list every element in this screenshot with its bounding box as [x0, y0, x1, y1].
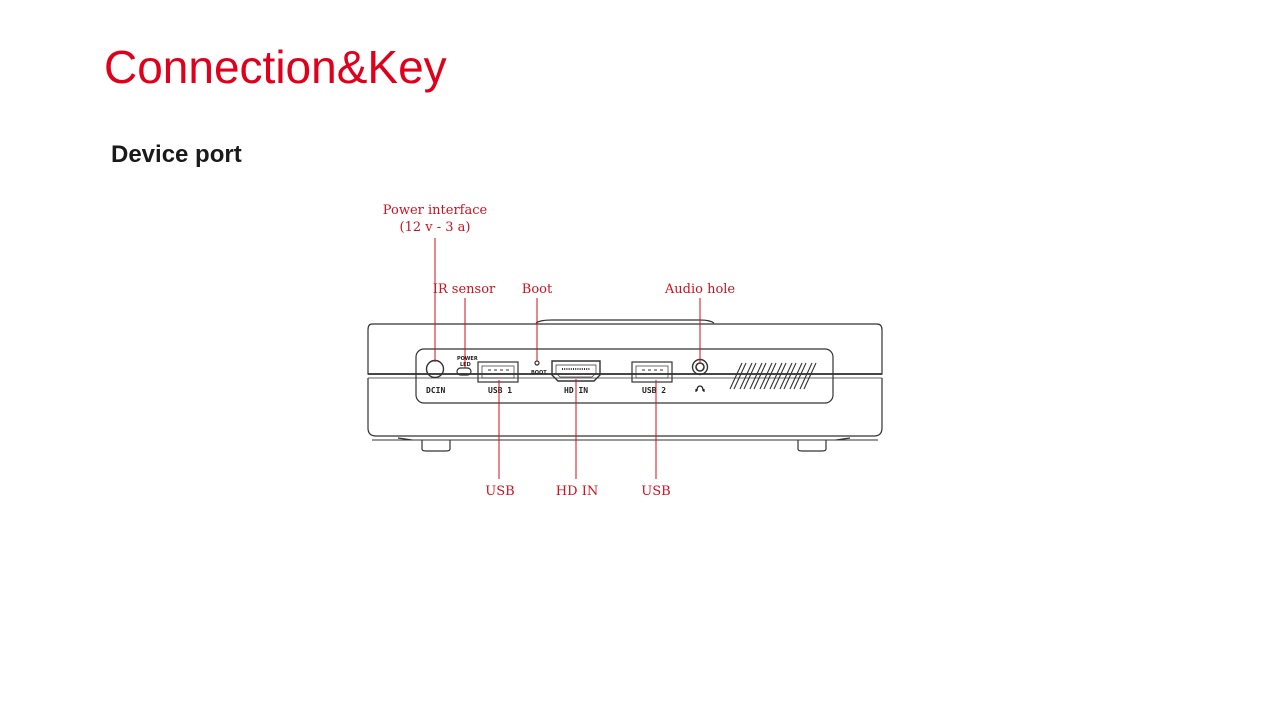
label-usb2: USB 2 [642, 386, 666, 395]
device-foot-left-edge [397, 437, 413, 441]
usb1-port-inner [481, 365, 515, 379]
callout-power-line2: (12 v - 3 a) [399, 220, 471, 235]
dc-in-port [425, 359, 445, 379]
usb2-port-inner [635, 365, 669, 379]
page-title: Connection&Key [104, 41, 447, 93]
power-led [456, 367, 472, 376]
callout-ir-sensor: IR sensor [432, 282, 496, 297]
device-foot-right-edge [835, 437, 851, 441]
callout-boot: Boot [521, 282, 553, 297]
boot-hole [534, 360, 540, 366]
page-subtitle: Device port [111, 141, 242, 168]
callout-hd-in: HD IN [555, 484, 599, 499]
hdmi-port [551, 360, 601, 382]
leader-lines [434, 238, 701, 479]
callout-usb-left: USB [485, 484, 515, 499]
device-foot-right [797, 440, 827, 452]
audio-jack-inner [695, 362, 705, 372]
port-panel [415, 348, 834, 404]
label-usb1: USB 1 [488, 386, 512, 395]
label-dcin: DCIN [426, 386, 445, 395]
device-top-ridge [535, 319, 715, 324]
callout-audio-hole: Audio hole [664, 282, 736, 297]
callout-usb-right: USB [641, 484, 671, 499]
usb1-port [477, 361, 519, 383]
label-boot-small: BOOT [531, 370, 547, 376]
device-foot-left [421, 440, 451, 452]
label-power-led-1: POWER [457, 356, 478, 362]
hdmi-port-inner [555, 364, 597, 378]
callout-power-line1: Power interface [382, 203, 488, 218]
headphone-icon [695, 385, 705, 392]
usb2-port [631, 361, 673, 383]
callout-power-interface: Power interface (12 v - 3 a) [375, 202, 495, 236]
device-lower-body [367, 378, 883, 437]
vent-grille [729, 362, 817, 390]
